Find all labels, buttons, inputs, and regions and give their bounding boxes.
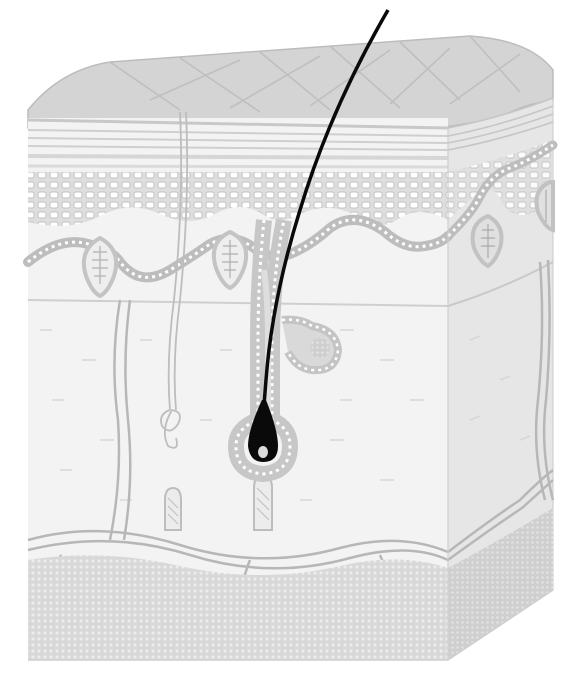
epidermis-surface <box>28 36 553 128</box>
receptor-1 <box>165 488 181 530</box>
receptor-2 <box>254 476 272 530</box>
